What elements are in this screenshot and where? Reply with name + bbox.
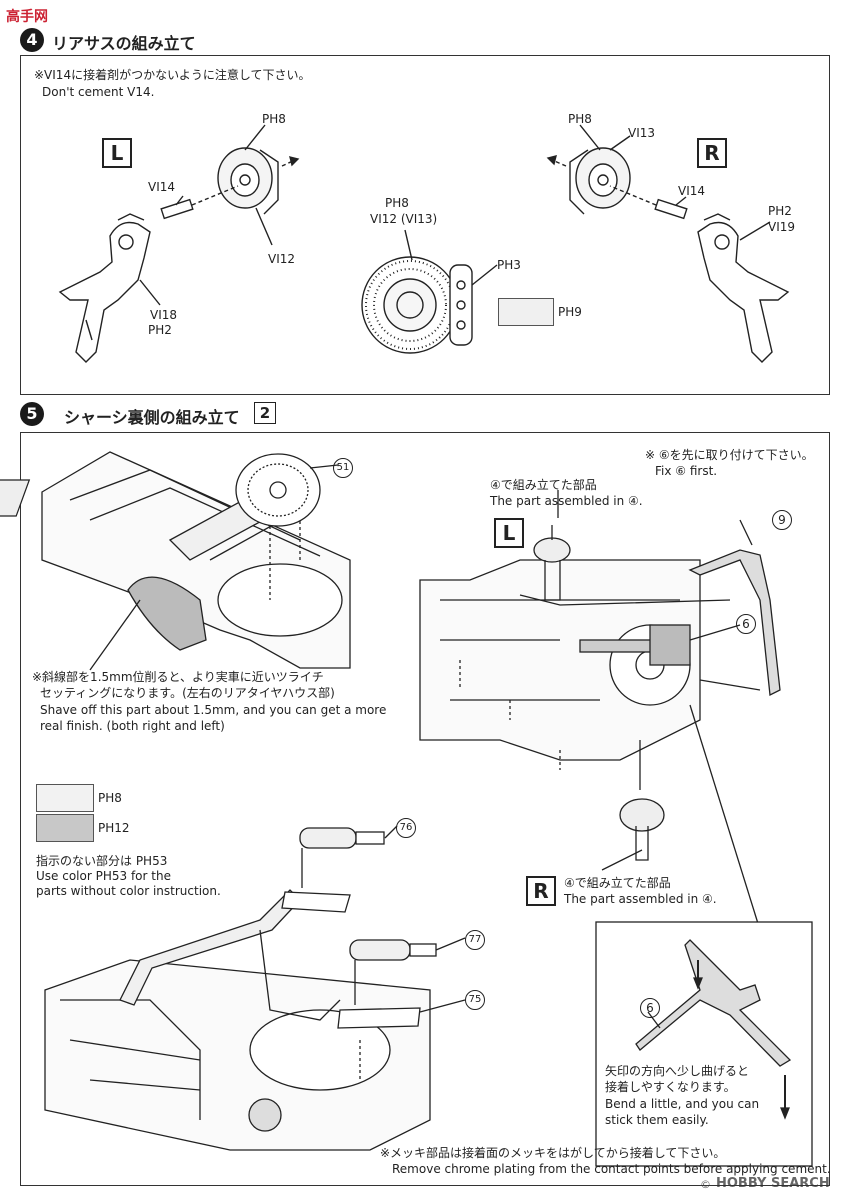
copyright-mark: © <box>700 1178 711 1191</box>
step4-note-en: Don't cement V14. <box>42 85 155 99</box>
assembled-L-jp: ④で組み立てた部品 <box>490 478 597 492</box>
step5-right-label: R <box>526 876 556 906</box>
label-ph9: PH9 <box>558 305 582 319</box>
label-ph8-right: PH8 <box>568 112 592 126</box>
bend-note-jp-2: 接着しやすくなります。 <box>605 1080 736 1094</box>
step4-note-jp: ※VI14に接着剤がつかないように注意して下さい。 <box>34 68 311 82</box>
step4-frame <box>20 55 830 395</box>
color-note-en-1: Use color PH53 for the <box>36 869 171 883</box>
label-ph2-right: PH2 <box>768 204 792 218</box>
fix-note-en: Fix ⑥ first. <box>655 464 718 478</box>
step5-frame <box>20 432 830 1186</box>
label-vi13: VI13 <box>628 126 656 140</box>
step5-left-label: L <box>494 518 524 548</box>
step4-right-label: R <box>697 138 727 168</box>
shave-note-jp-1: ※斜線部を1.5mm位削ると、より実車に近いツライチ <box>32 670 324 684</box>
chrome-note-en: Remove chrome plating from the contact p… <box>392 1162 831 1176</box>
assembled-R-en: The part assembled in ④. <box>564 892 717 906</box>
ph9-swatch <box>498 298 554 326</box>
part-75-label: 75 <box>465 990 485 1010</box>
step4-title: リアサスの組み立て <box>52 34 196 53</box>
label-vi12-vi13: VI12 (VI13) <box>370 212 438 226</box>
chrome-note-jp: ※メッキ部品は接着面のメッキをはがしてから接着して下さい。 <box>380 1146 726 1160</box>
bend-note-jp-1: 矢印の方向へ少し曲げると <box>605 1064 750 1078</box>
part-6-inset-label: 6 <box>640 998 660 1018</box>
ph8-swatch <box>36 784 94 812</box>
ph8-swatch-label: PH8 <box>98 791 122 805</box>
assembled-L-en: The part assembled in ④. <box>490 494 643 508</box>
watermark-logo-top: 高手网 <box>6 9 48 25</box>
part-77-label: 77 <box>465 930 485 950</box>
label-vi12-left: VI12 <box>268 252 296 266</box>
fix-note-jp: ※ ⑥を先に取り付けて下さい。 <box>645 448 814 462</box>
shave-note-jp-2: セッティングになります。(左右のリアタイヤハウス部) <box>40 686 335 700</box>
ph12-swatch-label: PH12 <box>98 821 130 835</box>
label-vi14-right: VI14 <box>678 184 706 198</box>
step4-left-label: L <box>102 138 132 168</box>
label-ph8-left: PH8 <box>262 112 286 126</box>
part-51-label: 51 <box>333 458 353 478</box>
step5-box-number: 2 <box>254 402 276 424</box>
color-note-jp: 指示のない部分は PH53 <box>36 854 168 868</box>
step5-title: シャーシ裏側の組み立て <box>64 408 240 427</box>
label-ph8-center: PH8 <box>385 196 409 210</box>
label-ph3: PH3 <box>497 258 521 272</box>
shave-note-en-1: Shave off this part about 1.5mm, and you… <box>40 703 387 717</box>
part-9-label: 9 <box>772 510 792 530</box>
color-note-en-2: parts without color instruction. <box>36 884 221 898</box>
assembled-R-jp: ④で組み立てた部品 <box>564 876 671 890</box>
ph12-swatch <box>36 814 94 842</box>
label-vi18: VI18 <box>150 308 178 322</box>
part-76-label: 76 <box>396 818 416 838</box>
label-ph2-left: PH2 <box>148 323 172 337</box>
part-6-label: 6 <box>736 614 756 634</box>
bend-note-en-2: stick them easily. <box>605 1113 709 1127</box>
shave-note-en-2: real finish. (both right and left) <box>40 719 225 733</box>
bend-note-en-1: Bend a little, and you can <box>605 1097 760 1111</box>
label-vi14-left: VI14 <box>148 180 176 194</box>
step4-number: 4 <box>20 28 44 52</box>
watermark-logo-bottom: HOBBY SEARCH <box>716 1176 830 1191</box>
label-vi19: VI19 <box>768 220 796 234</box>
step5-number: 5 <box>20 402 44 426</box>
